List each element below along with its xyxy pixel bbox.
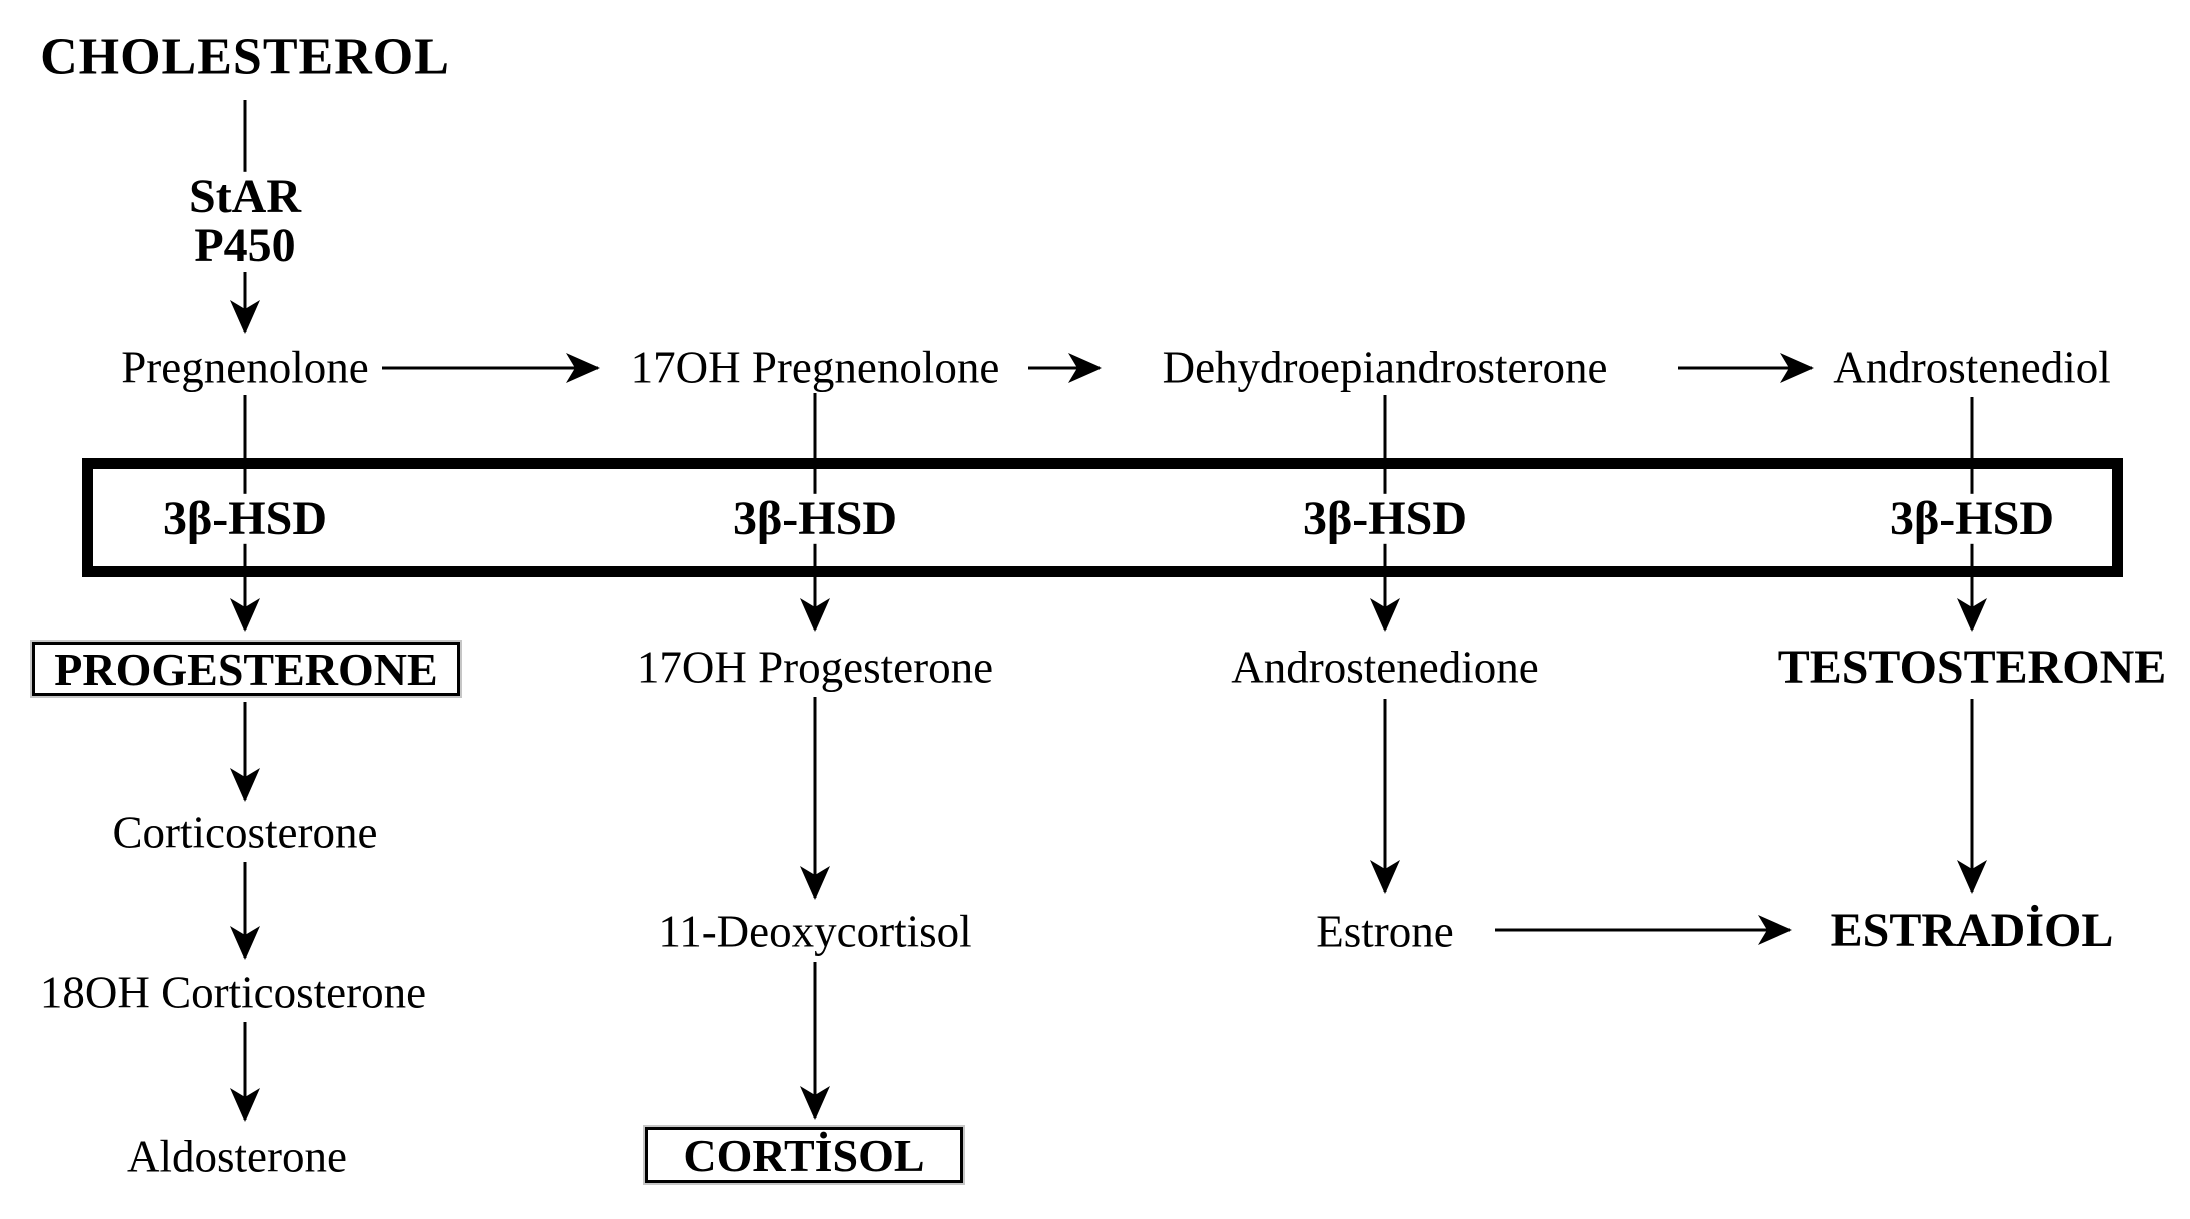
enzyme-hsd-3: 3β-HSD — [1297, 493, 1473, 545]
enzyme-hsd-1: 3β-HSD — [157, 493, 333, 545]
node-cortisol-box: CORTİSOL — [645, 1127, 963, 1183]
node-cortisol: CORTİSOL — [683, 1129, 925, 1181]
node-17oh-progesterone: 17OH Progesterone — [630, 644, 1000, 692]
node-testosterone: TESTOSTERONE — [1771, 642, 2173, 694]
enzyme-hsd-4: 3β-HSD — [1884, 493, 2060, 545]
node-progesterone: PROGESTERONE — [54, 643, 438, 695]
node-estradiol: ESTRADİOL — [1824, 905, 2120, 957]
node-17oh-pregnenolone: 17OH Pregnenolone — [624, 344, 1006, 392]
hsd-enzyme-box — [82, 458, 2123, 577]
enzyme-hsd-2: 3β-HSD — [727, 493, 903, 545]
node-pregnenolone: Pregnenolone — [115, 344, 375, 392]
node-androstenediol: Androstenediol — [1827, 344, 2117, 392]
node-18oh-corticosterone: 18OH Corticosterone — [33, 969, 433, 1017]
node-11-deoxycortisol: 11-Deoxycortisol — [652, 908, 978, 956]
node-corticosterone: Corticosterone — [106, 809, 384, 857]
node-aldosterone: Aldosterone — [121, 1133, 353, 1181]
node-star: StAR — [182, 171, 308, 223]
node-p450: P450 — [188, 220, 302, 272]
node-androstenedione: Androstenedione — [1225, 644, 1545, 692]
node-estrone: Estrone — [1310, 908, 1460, 956]
node-dehydroepiandrosterone: Dehydroepiandrosterone — [1156, 344, 1614, 392]
node-cholesterol: CHOLESTEROL — [34, 30, 456, 86]
node-progesterone-box: PROGESTERONE — [32, 642, 460, 696]
